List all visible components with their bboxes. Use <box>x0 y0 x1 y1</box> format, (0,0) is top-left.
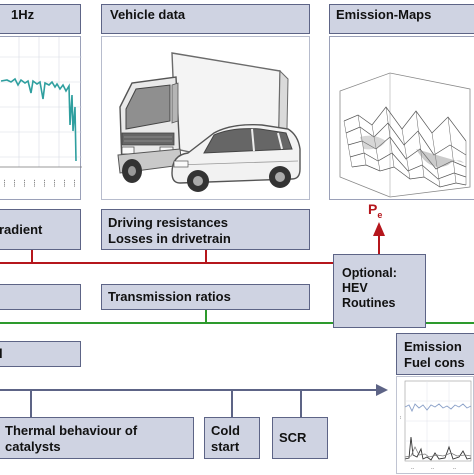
emission-trace-panel: .. ...... <box>396 376 474 474</box>
green-bus-line <box>0 322 474 324</box>
vehicle-data-label: Vehicle data <box>110 7 186 22</box>
svg-text:..: .. <box>453 465 457 470</box>
svg-text:....: .... <box>71 179 77 187</box>
svg-text:....: .... <box>1 179 7 187</box>
red-drop-gradient <box>31 250 33 264</box>
emission-output-label: Emission <box>404 339 462 354</box>
scr-box: SCR <box>272 417 328 459</box>
svg-text:..: .. <box>411 465 415 470</box>
transmission-ratios-box: Transmission ratios <box>101 284 310 310</box>
fuel-stub-box: l <box>0 341 81 367</box>
gradient-label: radient <box>0 222 43 237</box>
svg-text:....: .... <box>21 179 27 187</box>
blue-tick-cold <box>231 389 233 417</box>
speed-trace-panel: .... .... .... .... .... .... .... .... <box>0 36 82 200</box>
map-output-subscript: e <box>377 209 383 220</box>
blue-tick-scr <box>300 389 302 417</box>
catalysts-label: catalysts <box>5 439 61 454</box>
emission-trace-image: .. ...... <box>397 380 472 470</box>
speed-header-box: 1Hz <box>0 4 81 34</box>
fuel-consumption-label: Fuel cons <box>404 355 465 370</box>
emission-output-box: Emission Fuel cons <box>396 333 474 375</box>
red-arrowhead <box>373 222 385 236</box>
cold-label: Cold <box>211 423 240 438</box>
map-output-label: Pe <box>368 201 382 220</box>
svg-text:..: .. <box>397 415 402 419</box>
emission-maps-box: Emission-Maps <box>329 4 474 34</box>
svg-text:....: .... <box>61 179 67 187</box>
optional-hev-box: Optional: HEV Routines <box>333 254 426 328</box>
vehicle-image-panel <box>101 36 310 200</box>
routines-label: Routines <box>342 296 396 310</box>
scr-label: SCR <box>279 430 307 445</box>
losses-drivetrain-label: Losses in drivetrain <box>108 231 231 246</box>
svg-text:....: .... <box>41 179 47 187</box>
thermal-behaviour-box: Thermal behaviour of catalysts <box>0 417 194 459</box>
red-riser-to-map <box>378 234 380 254</box>
red-bus-line <box>0 262 334 264</box>
svg-text:..: .. <box>431 465 435 470</box>
svg-text:....: .... <box>31 179 37 187</box>
emission-maps-label: Emission-Maps <box>336 7 432 22</box>
car-image <box>171 123 301 192</box>
surface-plot-image <box>339 72 471 198</box>
start-label: start <box>211 439 240 454</box>
left-stub-box <box>0 284 81 310</box>
hev-label: HEV <box>342 281 368 295</box>
blue-tick-thermal <box>30 389 32 417</box>
blue-timeline <box>0 389 378 391</box>
red-drop-resistances <box>205 250 207 264</box>
driving-resistances-box: Driving resistances Losses in drivetrain <box>101 209 310 250</box>
gradient-box: radient <box>0 209 81 250</box>
speed-header-label: 1Hz <box>11 7 35 22</box>
blue-arrowhead <box>376 384 388 396</box>
map-output-symbol: P <box>368 201 378 217</box>
svg-text:....: .... <box>51 179 57 187</box>
cold-start-box: Cold start <box>204 417 260 459</box>
transmission-ratios-label: Transmission ratios <box>108 289 231 304</box>
vehicle-data-box: Vehicle data <box>101 4 310 34</box>
thermal-behaviour-label: Thermal behaviour of <box>5 423 138 438</box>
optional-label: Optional: <box>342 266 397 280</box>
fuel-stub-label: l <box>0 346 3 361</box>
green-drop-transmission <box>205 310 207 324</box>
emission-map-panel <box>329 36 474 200</box>
svg-text:....: .... <box>11 179 17 187</box>
speed-trace-image: .... .... .... .... .... .... .... .... <box>0 37 82 187</box>
driving-resistances-label: Driving resistances <box>108 215 228 230</box>
